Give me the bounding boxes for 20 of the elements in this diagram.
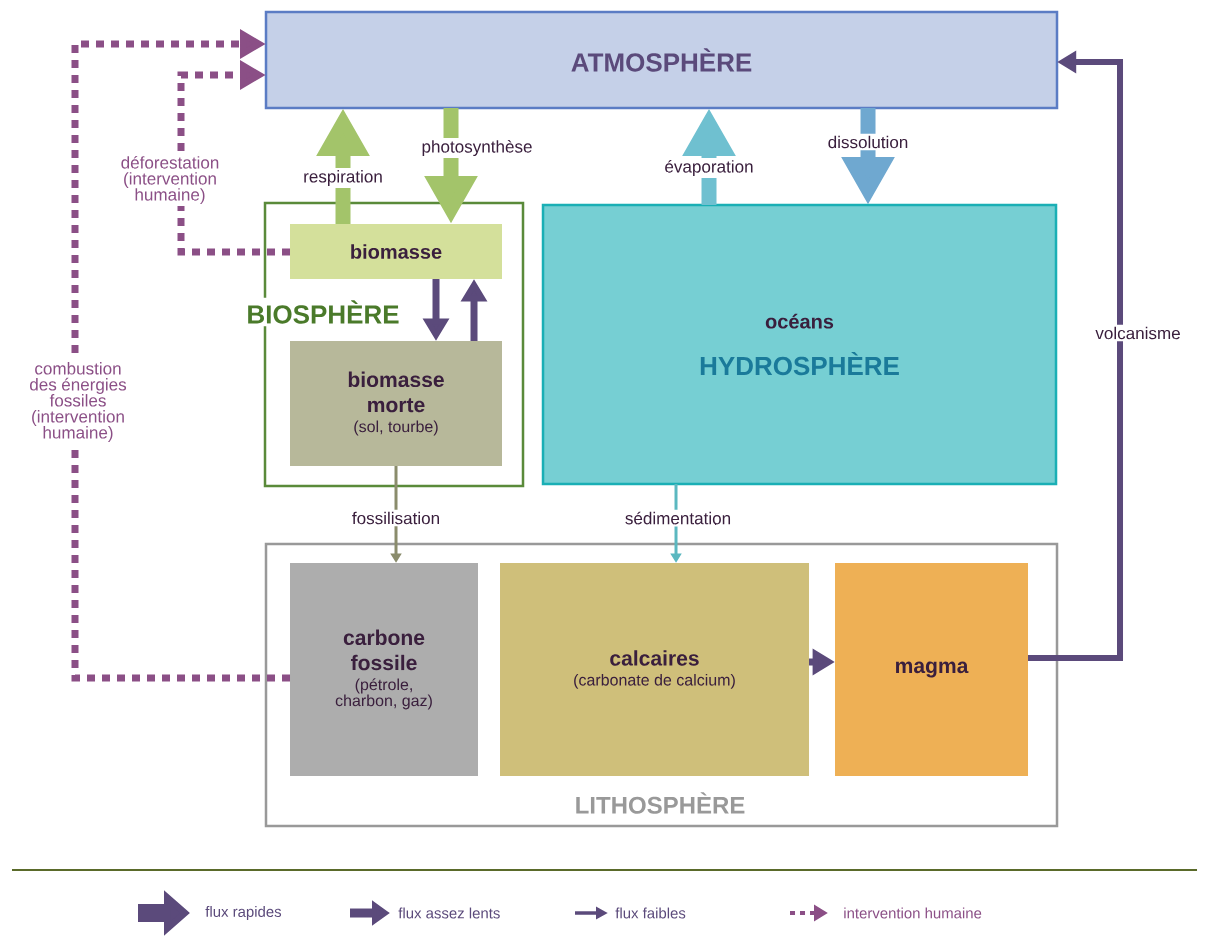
fossil-carbon-box: carbone fossile (pétrole, charbon, gaz) <box>290 563 478 776</box>
magma-box: magma <box>835 563 1028 776</box>
edge-label: respiration <box>301 168 385 188</box>
edge-label: dissolution <box>825 133 911 151</box>
legend-text: flux assez lents <box>398 907 500 919</box>
dead-biomass-box: biomasse morte (sol, tourbe) <box>290 341 502 466</box>
edge-label: combustion des énergies fossiles (intervention humaine) <box>13 360 143 444</box>
biomass-box: biomasse <box>290 224 502 279</box>
legend-text: flux rapides <box>205 906 282 920</box>
legend-text: intervention humaine <box>844 907 982 919</box>
legend-text: flux faibles <box>615 907 686 919</box>
limestone-box: calcaires (carbonate de calcium) <box>500 563 809 776</box>
atmosphere-box: ATMOSPHÈRE <box>264 10 1059 110</box>
edge-label: déforestation (intervention humaine) <box>103 153 237 207</box>
ocean-box: océans HYDROSPHÈRE <box>541 203 1058 486</box>
edge-label: photosynthèse <box>419 137 535 159</box>
edge-label: volcanisme <box>1093 324 1183 342</box>
edge-label: fossilisation <box>349 509 443 527</box>
edge-label: sédimentation <box>622 509 734 527</box>
edge-label: évaporation <box>662 157 756 179</box>
